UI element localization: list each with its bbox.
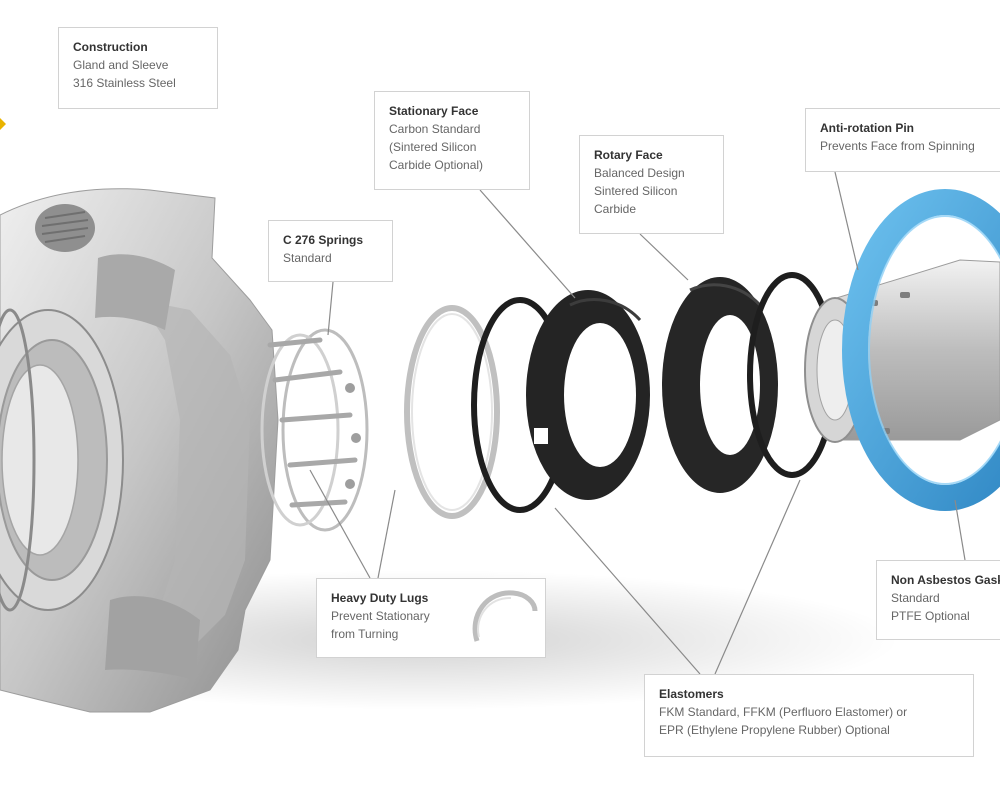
rotary-face-part [662,277,778,493]
callout-text: (Sintered Silicon [389,140,477,154]
callout-title: Stationary Face [389,104,479,118]
callout-text: Prevent Stationary [331,609,430,623]
callout-text: Standard [891,591,940,605]
callout-construction: Construction Gland and Sleeve 316 Stainl… [58,27,218,109]
callout-text: 316 Stainless Steel [73,76,176,90]
callout-text: Balanced Design [594,166,685,180]
callout-heavy-duty-lugs: Heavy Duty Lugs Prevent Stationary from … [316,578,546,658]
accent-mark [0,118,6,130]
callout-text: PTFE Optional [891,609,970,623]
callout-stationary-face: Stationary Face Carbon Standard (Sintere… [374,91,530,190]
callout-text: Gland and Sleeve [73,58,169,72]
gasket-part [842,189,1000,511]
steel-ring [404,305,500,519]
spring-cage [260,328,369,532]
callout-title: Anti-rotation Pin [820,121,914,135]
threaded-port [35,204,95,252]
callout-text: Prevents Face from Spinning [820,139,975,153]
sleeve-part [804,259,1000,443]
callout-anti-rotation-pin: Anti-rotation Pin Prevents Face from Spi… [805,108,1000,172]
callout-title: Heavy Duty Lugs [331,591,429,605]
lug-ring-thumbnail [472,590,538,642]
stationary-face-part [526,290,650,500]
callout-title: Rotary Face [594,148,663,162]
callout-text: FKM Standard, FFKM (Perfluoro Elastomer)… [659,705,908,719]
callout-text: Carbide [594,202,637,216]
callout-title: Non Asbestos Gasket [891,573,1000,587]
callout-gasket: Non Asbestos Gasket Standard PTFE Option… [876,560,1000,640]
callout-text: Standard [283,251,332,265]
callout-text: from Turning [331,627,399,641]
leader-lines [309,171,966,675]
callout-title: C 276 Springs [283,233,364,247]
callout-text: Carbon Standard [389,122,481,136]
callout-springs: C 276 Springs Standard [268,220,393,282]
callout-text: Sintered Silicon [594,184,678,198]
callout-title: Construction [73,40,148,54]
callout-text: EPR (Ethylene Propylene Rubber) Optional [659,723,890,737]
gland-part [0,188,279,713]
callout-text: Carbide Optional) [389,158,484,172]
callout-elastomers: Elastomers FKM Standard, FFKM (Perfluoro… [644,674,974,757]
callout-title: Elastomers [659,687,724,701]
callout-rotary-face: Rotary Face Balanced Design Sintered Sil… [579,135,724,234]
